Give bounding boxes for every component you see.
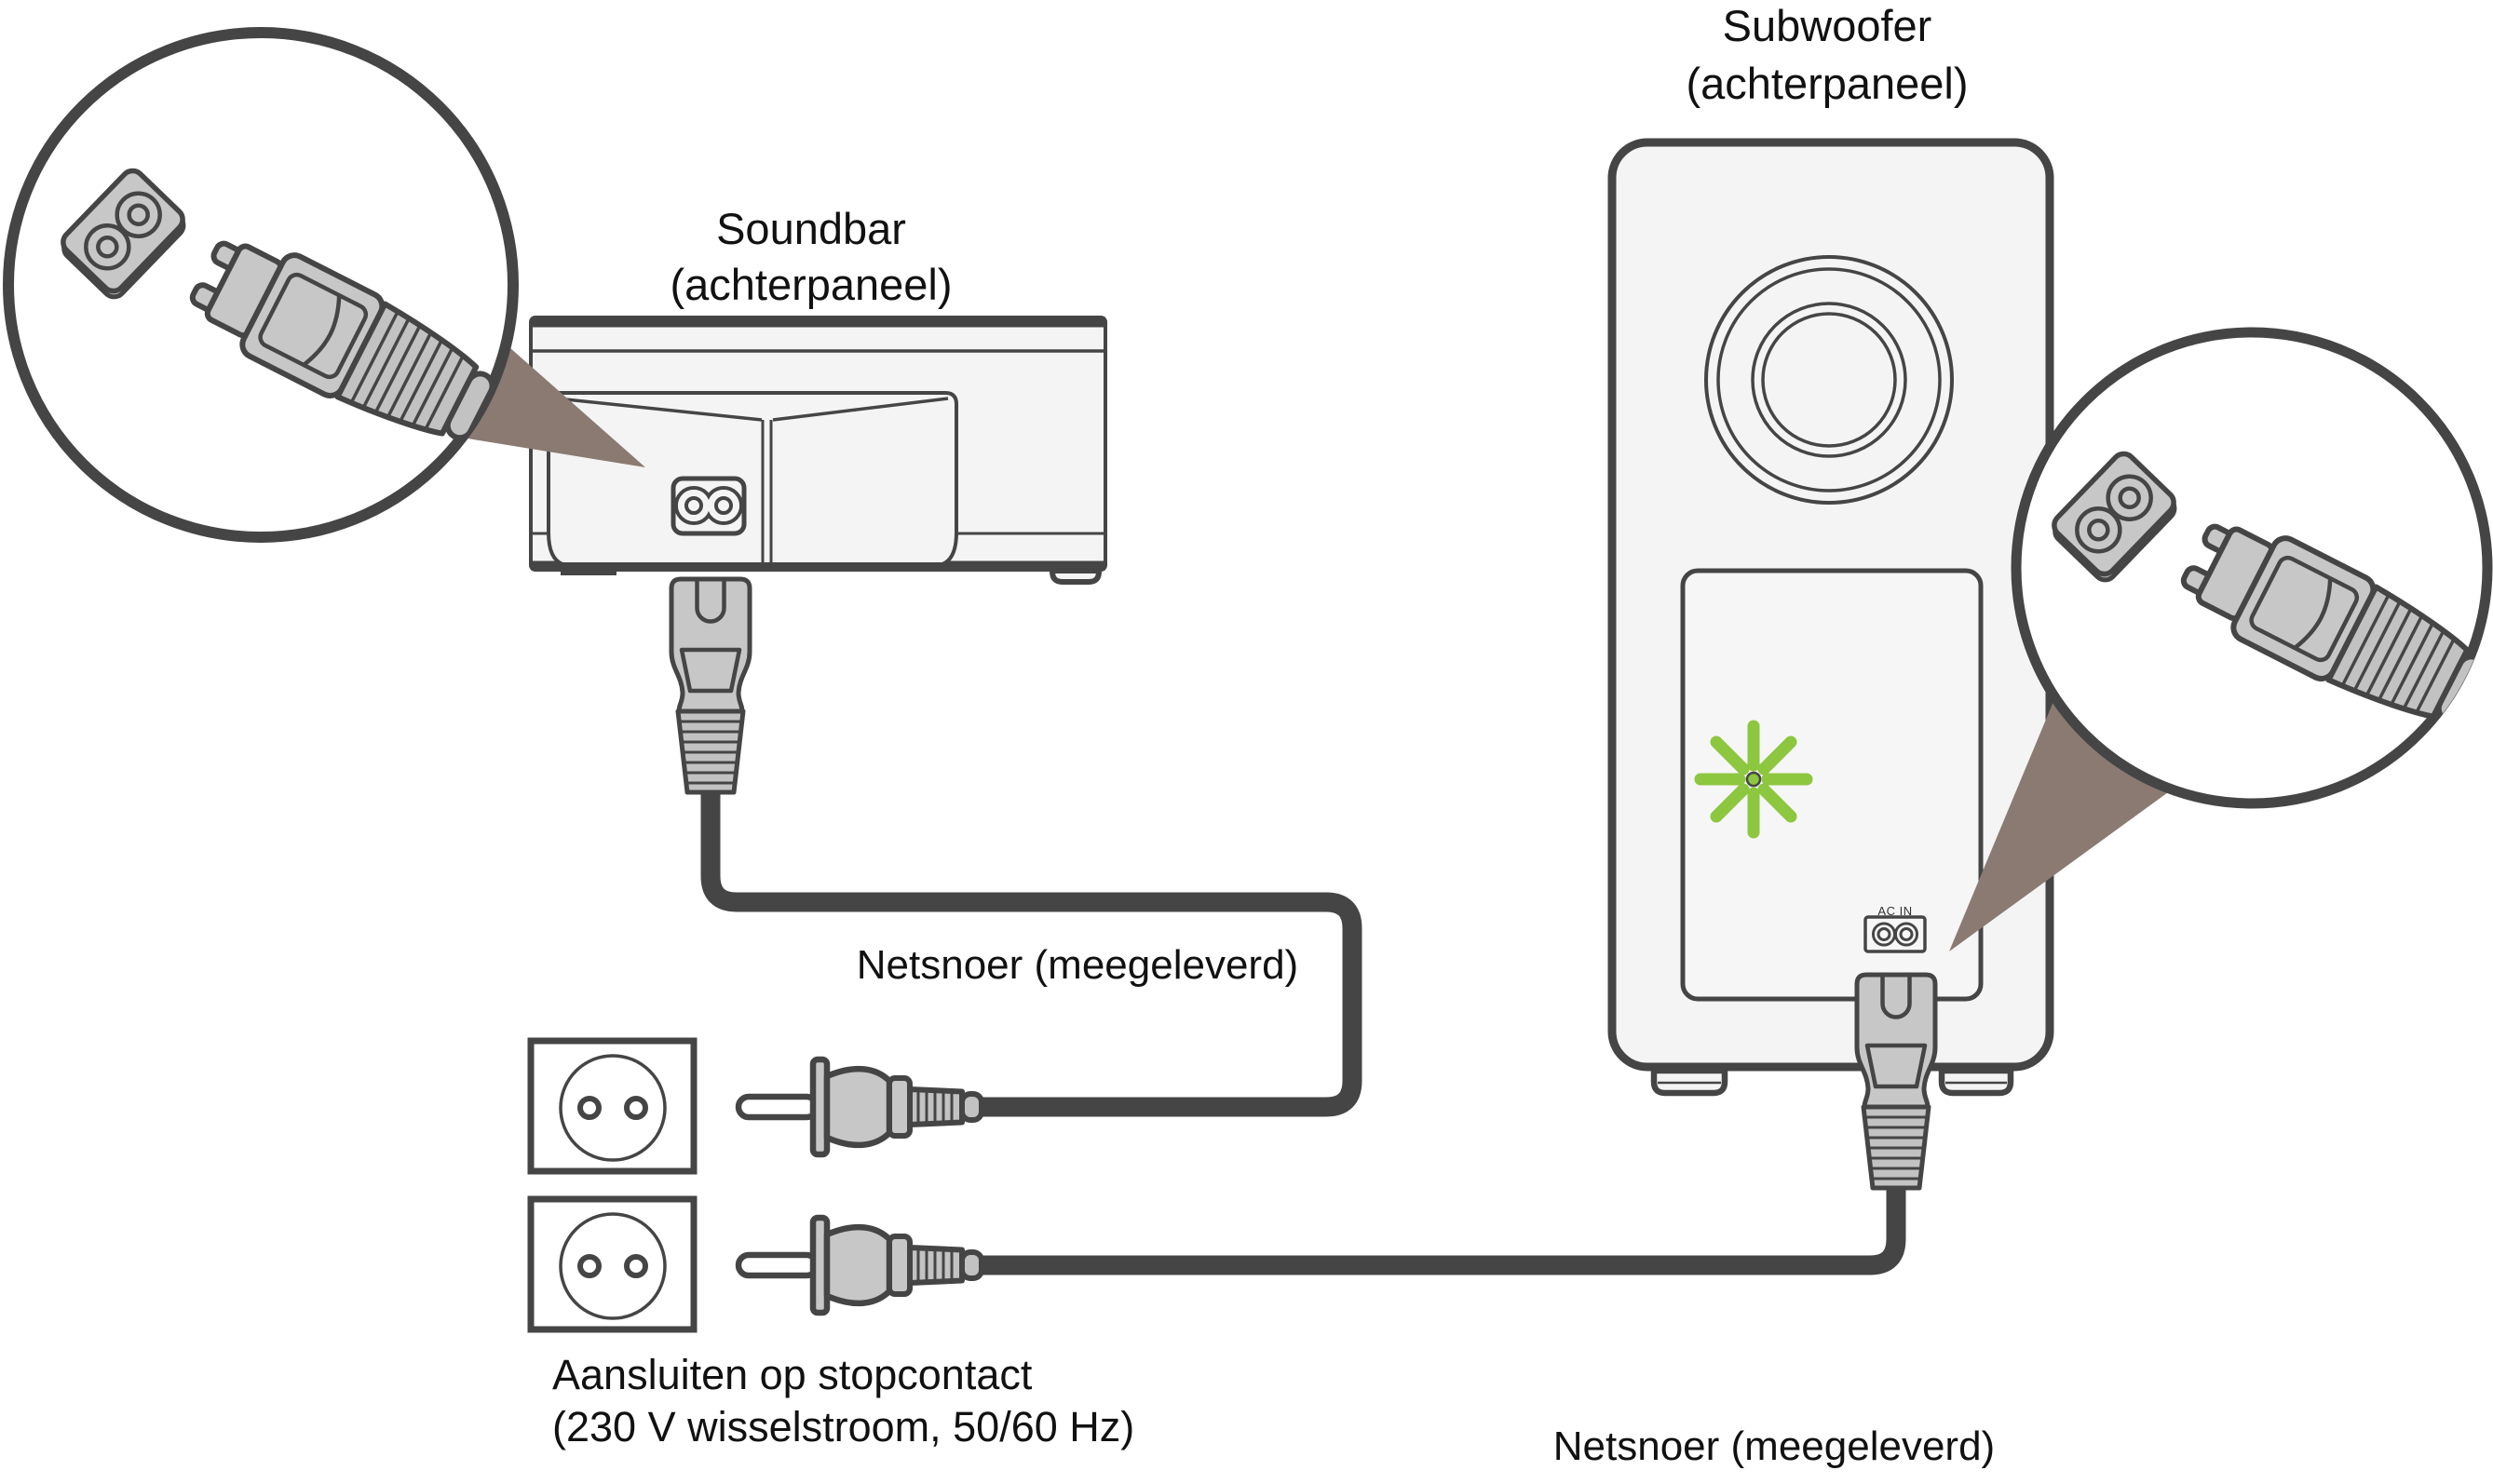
subwoofer-rear-panel: AC IN	[1607, 138, 2054, 1097]
status-starburst-icon	[1694, 720, 1813, 839]
soundbar-power-cord	[700, 791, 1362, 1117]
ac-in-label: AC IN	[1877, 904, 1912, 918]
subwoofer-title-line2: (achterpaneel)	[1686, 59, 1968, 108]
subwoofer-ac-inlet	[1863, 915, 1927, 953]
soundbar-c7-plug	[671, 579, 750, 792]
subwoofer-c7-plug	[1857, 975, 1935, 1188]
subwoofer-port	[1704, 255, 1954, 505]
status-led-icon	[1745, 771, 1762, 788]
power-cords	[700, 791, 1906, 1275]
subwoofer-title-line1: Subwoofer	[1723, 1, 1932, 50]
magnifier-left	[3, 27, 519, 543]
magnifier-right	[2011, 327, 2493, 809]
wall-outlet-1	[527, 1037, 698, 1175]
power-cord-label-1: Netsnoer (meegeleverd)	[857, 942, 1298, 988]
mains-plug-1	[738, 1059, 982, 1154]
soundbar-foot	[1050, 568, 1102, 585]
power-cord-label-2: Netsnoer (meegeleverd)	[1553, 1423, 1995, 1469]
outlet-caption-line2: (230 V wisselstroom, 50/60 Hz)	[552, 1403, 1134, 1450]
soundbar-title-line2: (achterpaneel)	[670, 260, 952, 309]
outlet-caption-line1: Aansluiten op stopcontact	[552, 1351, 1033, 1398]
soundbar-ac-inlet	[671, 476, 747, 536]
subwoofer-connection-panel	[1680, 568, 1984, 1002]
soundbar-title-line1: Soundbar	[716, 204, 906, 253]
subwoofer-power-cord	[976, 1180, 1906, 1275]
wall-outlet-2	[527, 1195, 698, 1333]
subwoofer-feet	[1650, 1067, 2014, 1097]
mains-plug-2	[738, 1218, 982, 1313]
